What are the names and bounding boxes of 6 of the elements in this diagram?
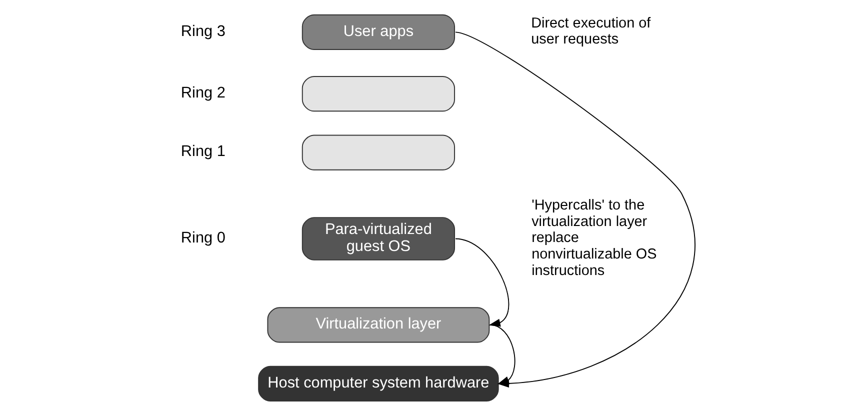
label: Ring 3: [180, 22, 226, 40]
label: Ring 2: [180, 84, 226, 102]
label: Direct execution of user requests: [531, 15, 651, 48]
label: Ring 0: [180, 229, 226, 246]
label: Ring 1: [180, 143, 226, 160]
label: 'Hypercalls' to the virtualization layer replace nonvirtualizable OS instructions: [532, 197, 657, 279]
